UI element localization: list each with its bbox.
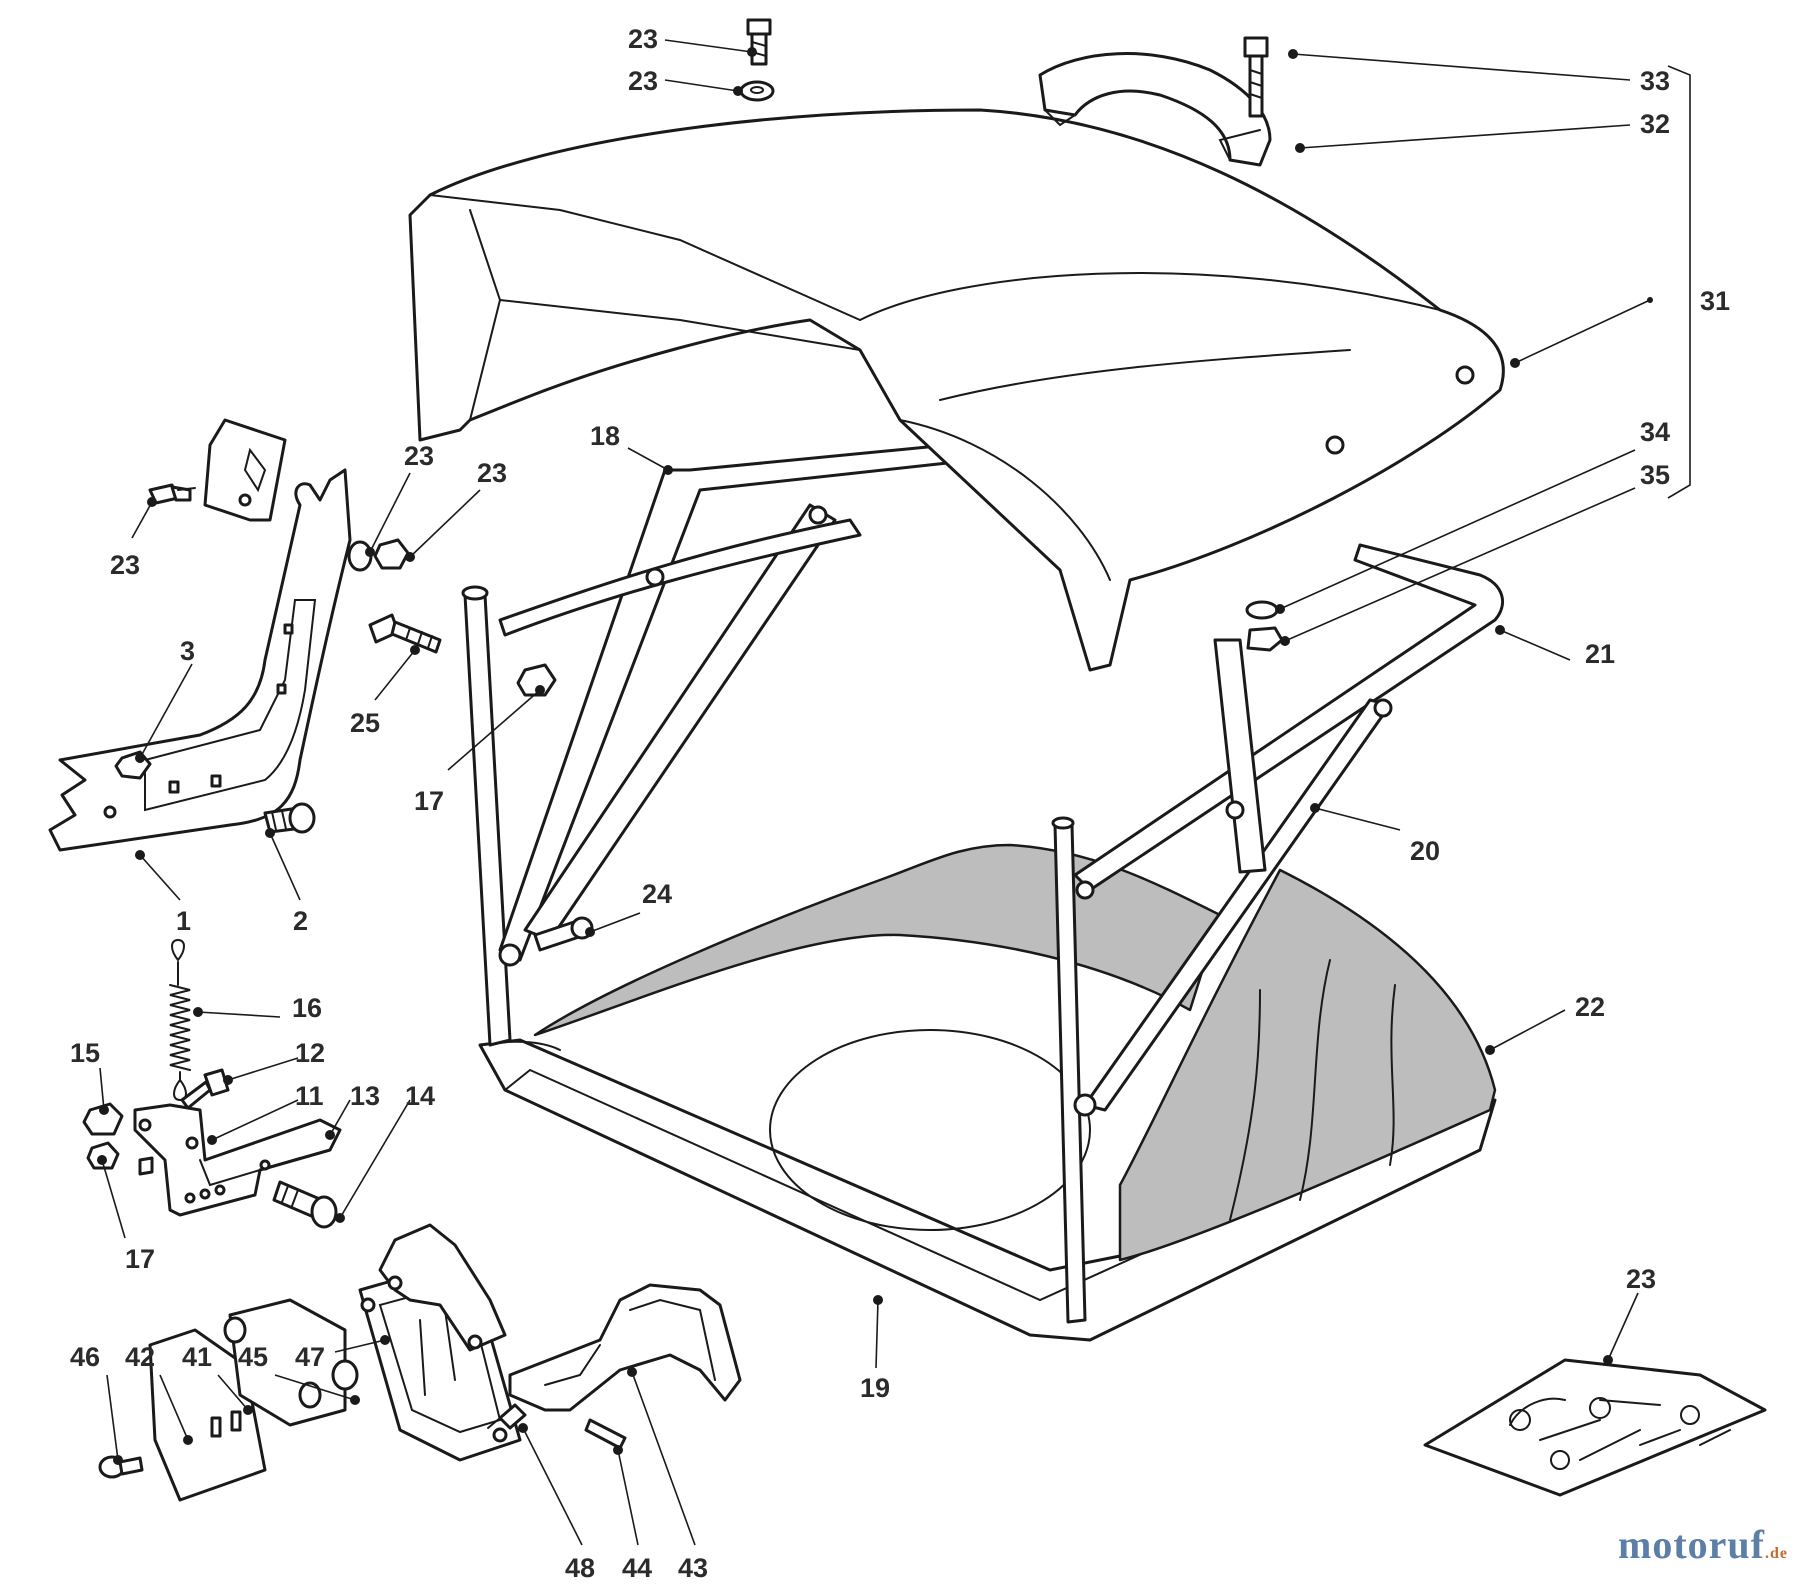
catcher-frame bbox=[461, 438, 1504, 1324]
callout-23: 23 bbox=[1626, 1264, 1656, 1294]
callout-47: 47 bbox=[295, 1342, 325, 1372]
nut-23-mid bbox=[373, 538, 410, 570]
lower-bracket-11 bbox=[133, 1103, 342, 1217]
callout-23: 23 bbox=[110, 550, 140, 580]
callout-20: 20 bbox=[1410, 836, 1440, 866]
callout-21: 21 bbox=[1585, 639, 1615, 669]
callout-35: 35 bbox=[1640, 460, 1670, 490]
callout-32: 32 bbox=[1640, 109, 1670, 139]
callout-2: 2 bbox=[293, 906, 308, 936]
bolt-2 bbox=[263, 802, 316, 834]
screw-48 bbox=[487, 1403, 527, 1430]
callout-1: 1 bbox=[176, 906, 191, 936]
callout-18: 18 bbox=[590, 421, 620, 451]
callout-13: 13 bbox=[350, 1081, 380, 1111]
callout-48: 48 bbox=[565, 1553, 595, 1583]
catch-43 bbox=[508, 1283, 742, 1412]
callout-43: 43 bbox=[678, 1553, 708, 1583]
bolt-25 bbox=[368, 613, 442, 654]
callout-25: 25 bbox=[350, 708, 380, 738]
bolt-23-top bbox=[746, 18, 772, 66]
nut-17-frame bbox=[516, 663, 557, 697]
frame-side-post bbox=[1213, 638, 1267, 874]
callout-22: 22 bbox=[1575, 992, 1605, 1022]
pin-44 bbox=[584, 1418, 627, 1450]
callout-24: 24 bbox=[642, 879, 672, 909]
callout-3: 3 bbox=[180, 636, 195, 666]
callout-15: 15 bbox=[70, 1038, 100, 1068]
hinge-plate-1 bbox=[48, 468, 352, 852]
callout-41: 41 bbox=[182, 1342, 212, 1372]
watermark-tld: .de bbox=[1765, 1545, 1788, 1562]
bolt-14 bbox=[272, 1180, 338, 1229]
callout-44: 44 bbox=[622, 1553, 652, 1583]
bag-bottom-fabric bbox=[533, 843, 1222, 1037]
callout-12: 12 bbox=[295, 1038, 325, 1068]
frame-cross-bar bbox=[498, 518, 862, 637]
callout-33: 33 bbox=[1640, 66, 1670, 96]
frame-left-front-post bbox=[463, 593, 512, 1047]
washer-23-top bbox=[739, 80, 775, 102]
catcher-lid bbox=[408, 108, 1505, 672]
callout-16: 16 bbox=[292, 993, 322, 1023]
bracket-47 bbox=[378, 1223, 507, 1352]
grass-catcher-bag bbox=[478, 843, 1497, 1342]
callout-34: 34 bbox=[1640, 417, 1670, 447]
hardware-bag-23 bbox=[1423, 1358, 1767, 1497]
watermark-text: motoruf bbox=[1618, 1522, 1765, 1567]
callout-46: 46 bbox=[70, 1342, 100, 1372]
callout-23: 23 bbox=[628, 24, 658, 54]
lid-shell bbox=[408, 108, 1505, 672]
callout-23: 23 bbox=[404, 441, 434, 471]
watermark-logo: motoruf.de bbox=[1618, 1521, 1788, 1568]
leader-lines bbox=[97, 39, 1653, 1546]
catcher-base-tray bbox=[478, 1038, 1497, 1342]
bolt-33 bbox=[1243, 36, 1269, 118]
callout-23: 23 bbox=[628, 66, 658, 96]
frame-right-bar-21 bbox=[1073, 543, 1504, 892]
callout-23: 23 bbox=[477, 458, 507, 488]
spring-16 bbox=[169, 938, 191, 1102]
lid-handle-32 bbox=[1038, 52, 1272, 167]
callout-42: 42 bbox=[125, 1342, 155, 1372]
nut-35 bbox=[1246, 626, 1284, 652]
callout-14: 14 bbox=[405, 1081, 435, 1111]
plate-small bbox=[203, 418, 287, 522]
hinge-block-41 bbox=[223, 1298, 359, 1427]
callout-19: 19 bbox=[860, 1373, 890, 1403]
callout-11: 11 bbox=[295, 1081, 324, 1111]
callout-45: 45 bbox=[238, 1342, 268, 1372]
callout-labels: 23 23 33 32 31 34 35 18 23 23 23 3 25 17… bbox=[70, 24, 1730, 1583]
washer-34 bbox=[1245, 600, 1279, 620]
callout-17: 17 bbox=[125, 1244, 155, 1274]
callout-17: 17 bbox=[414, 786, 444, 816]
bolt-23-left bbox=[148, 483, 196, 505]
nut-15 bbox=[82, 1102, 124, 1136]
bolt-12 bbox=[180, 1068, 230, 1110]
callout-31: 31 bbox=[1700, 286, 1730, 316]
